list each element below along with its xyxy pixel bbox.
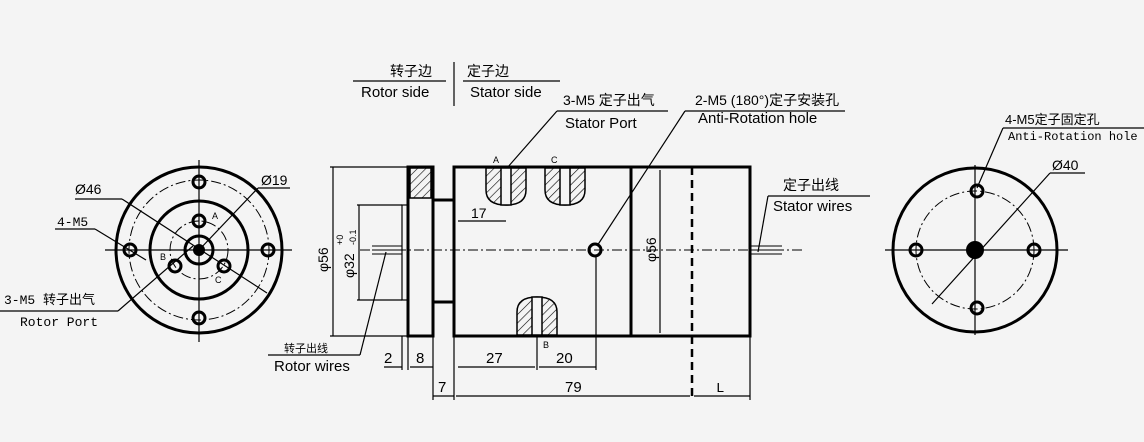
- anti-rotation-cn: 2-M5 (180°)定子安装孔: [695, 92, 839, 108]
- d40-label: Ø40: [1052, 157, 1079, 173]
- dim-2: 2: [384, 350, 392, 367]
- d32-tol-up: +0: [335, 235, 345, 245]
- stator-port-b: B: [543, 340, 549, 350]
- side-header: 转子边 Rotor side 定子边 Stator side: [353, 62, 560, 106]
- stator-port-en: Stator Port: [565, 115, 638, 132]
- d32-tol-low: -0.1: [348, 229, 358, 245]
- stator-wires-cn: 定子出线: [783, 177, 839, 193]
- stator-port-cn: 3-M5 定子出气: [563, 92, 655, 108]
- dim-27: 27: [486, 350, 503, 367]
- dim-L: L: [716, 381, 724, 397]
- rotor-end-view: Ø46 Ø19 4-M5 3-M5 转子出气 Rotor Port A B C: [0, 160, 292, 342]
- port-c-label: C: [215, 275, 222, 285]
- anti-rotation-en: Anti-Rotation hole: [698, 110, 817, 127]
- dim-8: 8: [416, 350, 424, 367]
- dim-79: 79: [565, 379, 582, 396]
- rotor-port-cn: 3-M5 转子出气: [4, 292, 95, 308]
- d32-label: φ32: [341, 253, 357, 278]
- stator-anti-rotation-en: Anti-Rotation hole: [1008, 130, 1138, 144]
- stator-m5-cn: 4-M5定子固定孔: [1005, 112, 1100, 127]
- stator-port-a: A: [493, 155, 499, 165]
- rotor-wires-en: Rotor wires: [274, 358, 350, 375]
- m5-label: 4-M5: [57, 215, 88, 230]
- rotor-side-cn: 转子边: [390, 63, 432, 79]
- d19-label: Ø19: [261, 172, 288, 188]
- rotor-wires-cn: 转子出线: [284, 341, 328, 355]
- stator-port-c: C: [551, 155, 558, 165]
- stator-wires-en: Stator wires: [773, 198, 852, 215]
- stator-side-en: Stator side: [470, 84, 542, 101]
- d46-label: Ø46: [75, 181, 102, 197]
- port-a-label: A: [212, 211, 218, 221]
- rotor-side-en: Rotor side: [361, 84, 429, 101]
- rotor-port-en: Rotor Port: [20, 315, 98, 330]
- stator-side-cn: 定子边: [467, 63, 509, 79]
- port-b-label: B: [160, 252, 166, 262]
- dim-17: 17: [471, 205, 487, 221]
- dim-20: 20: [556, 350, 573, 367]
- side-view: φ56 φ32 +0 -0.1 φ56 17 2 8 27 20 7 79 L …: [268, 92, 870, 400]
- stator-end-view: 4-M5定子固定孔 Anti-Rotation hole Ø40: [885, 112, 1144, 335]
- d56-left-label: φ56: [315, 247, 331, 272]
- dim-7: 7: [438, 379, 446, 396]
- d56-inner-label: φ56: [643, 237, 659, 262]
